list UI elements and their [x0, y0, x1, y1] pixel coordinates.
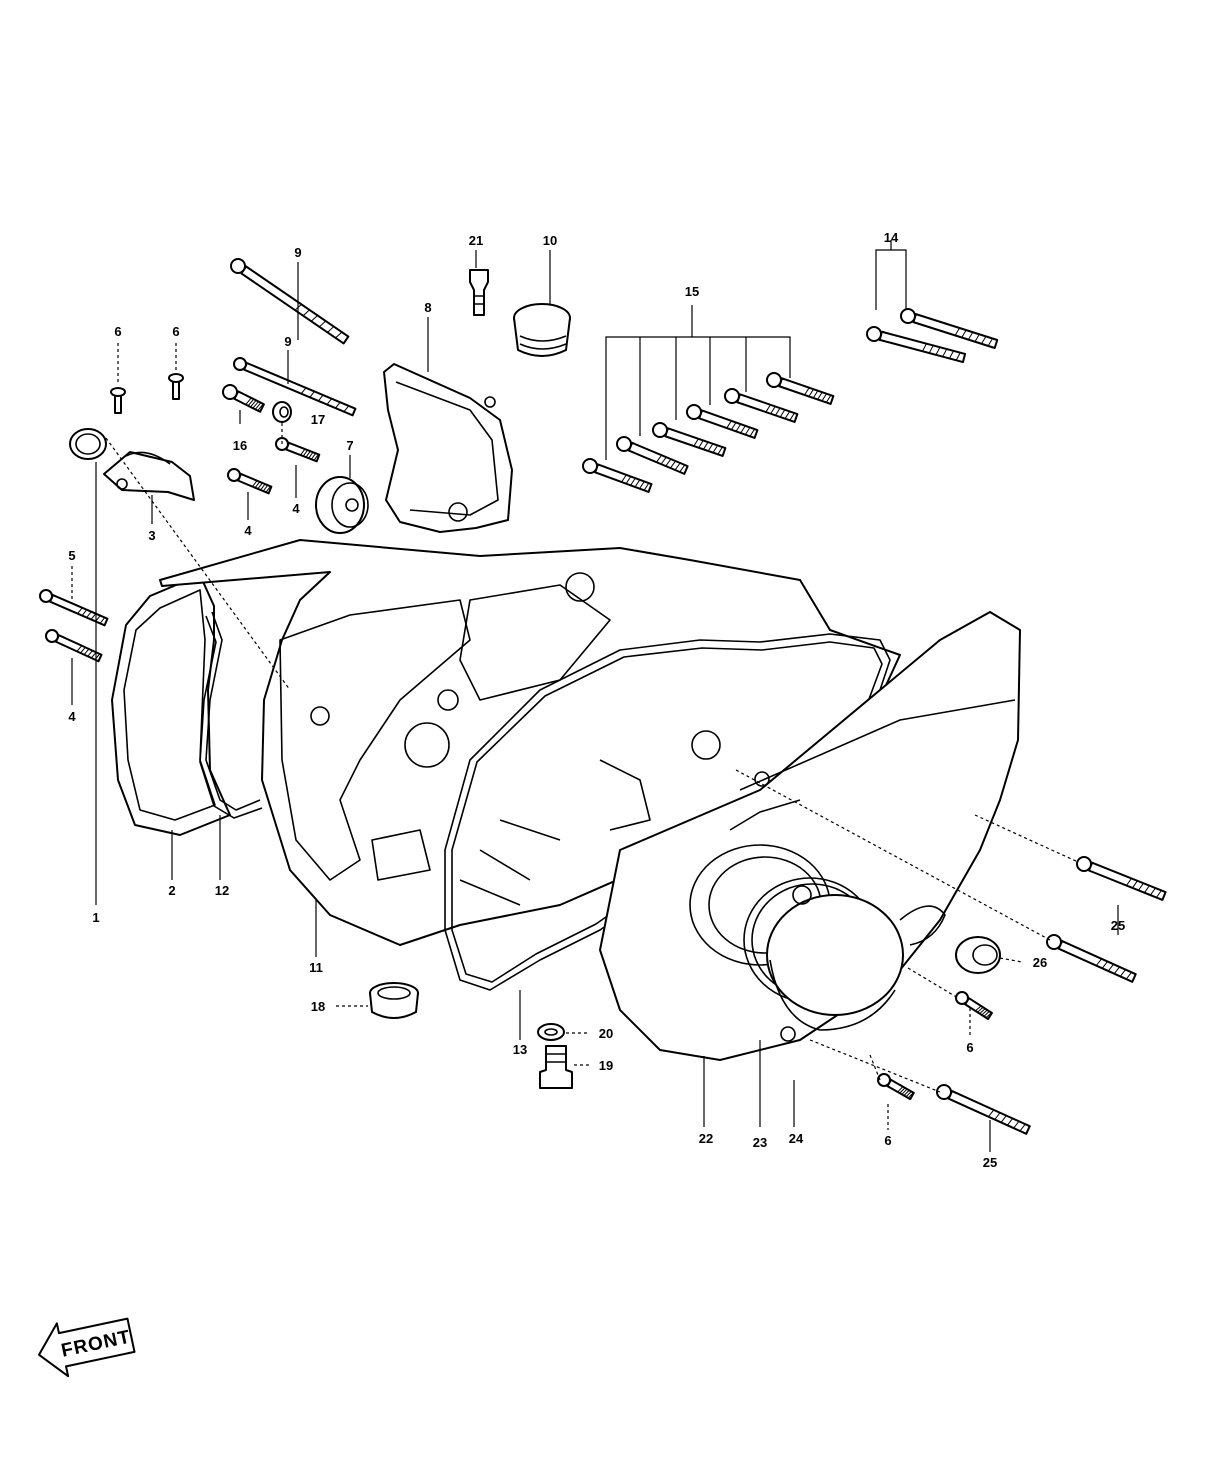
- bolt-25-lower: [936, 1084, 1031, 1135]
- part-26-oil-seal: [955, 936, 1001, 974]
- callout-24: 24: [789, 1131, 804, 1146]
- part-12-gasket: [199, 611, 263, 819]
- bolt-14-upper: [900, 308, 999, 350]
- callout-11: 11: [309, 960, 323, 975]
- part-1-plug: [69, 428, 107, 460]
- bolt-15-e: [724, 388, 799, 423]
- part-7-bearing: [315, 476, 369, 534]
- callout-13: 13: [513, 1042, 527, 1057]
- bolt-16: [222, 384, 265, 413]
- callout-25-lower: 25: [983, 1155, 997, 1170]
- callout-4-middle: 4: [292, 501, 300, 516]
- bolt-25-upper: [1076, 856, 1167, 901]
- part-22-outer-cover: [599, 611, 1021, 1061]
- callout-9-top: 9: [294, 245, 301, 260]
- screw-6-upper-left: [110, 387, 126, 414]
- callout-labels: 1 2 12 3 5 4 6 6 9 9 8 21 10 15 14 16 17…: [68, 230, 1125, 1170]
- callout-17: 17: [311, 412, 325, 427]
- callout-16: 16: [233, 438, 247, 453]
- bolt-9-second: [233, 357, 357, 417]
- screw-6-lower: [877, 1073, 915, 1101]
- bolt-9-top: [230, 258, 350, 345]
- bolts-group: [39, 258, 1167, 1135]
- callout-8: 8: [424, 300, 431, 315]
- callout-12: 12: [215, 883, 229, 898]
- bolt-4-left: [45, 629, 103, 663]
- callout-21: 21: [469, 233, 483, 248]
- bolt-15-d: [686, 404, 759, 439]
- callout-6-upper: 6: [172, 324, 179, 339]
- part-10-filler-cap: [513, 303, 571, 357]
- part-19-drain-plug: [539, 1045, 573, 1089]
- callout-10: 10: [543, 233, 557, 248]
- part-17-washer: [272, 401, 292, 423]
- leader-lines: [71, 240, 1119, 1152]
- callout-7: 7: [346, 438, 353, 453]
- part-24-cap: [766, 885, 904, 1042]
- bolt-15-a: [582, 458, 653, 493]
- callout-4-left: 4: [68, 709, 76, 724]
- bolt-15-b: [616, 436, 689, 475]
- callout-23: 23: [753, 1135, 767, 1150]
- callout-6-lower: 6: [884, 1133, 891, 1148]
- front-direction-arrow: FRONT: [38, 1317, 136, 1378]
- callout-26: 26: [1033, 955, 1047, 970]
- callout-22: 22: [699, 1131, 713, 1146]
- callout-2: 2: [168, 883, 175, 898]
- callout-6-upper-left: 6: [114, 324, 121, 339]
- callout-5: 5: [68, 548, 75, 563]
- callout-3: 3: [148, 528, 155, 543]
- bolt-4-lower: [227, 468, 273, 495]
- callout-9-second: 9: [284, 334, 291, 349]
- bolt-4-middle: [275, 437, 321, 463]
- bolt-25-middle: [1046, 934, 1137, 983]
- bolt-5: [39, 589, 109, 627]
- bolt-14-lower: [866, 326, 967, 364]
- bolt-15-f: [766, 372, 835, 405]
- bolt-15-c: [652, 422, 727, 457]
- part-20-washer: [537, 1023, 565, 1041]
- screw-6-right: [955, 991, 993, 1021]
- part-8-sprocket-cover: [383, 363, 513, 533]
- screw-6-upper: [168, 373, 184, 400]
- callout-18: 18: [311, 999, 325, 1014]
- part-18-strainer: [369, 982, 419, 1019]
- callout-19: 19: [599, 1058, 613, 1073]
- callout-1: 1: [92, 910, 99, 925]
- callout-25-upper: 25: [1111, 918, 1125, 933]
- callout-14: 14: [884, 230, 899, 245]
- part-21-nipple: [469, 269, 489, 316]
- callout-6-right: 6: [966, 1040, 973, 1055]
- callout-20: 20: [599, 1026, 613, 1041]
- callout-15: 15: [685, 284, 699, 299]
- callout-4-lower: 4: [244, 523, 252, 538]
- part-3-bracket: [103, 451, 195, 501]
